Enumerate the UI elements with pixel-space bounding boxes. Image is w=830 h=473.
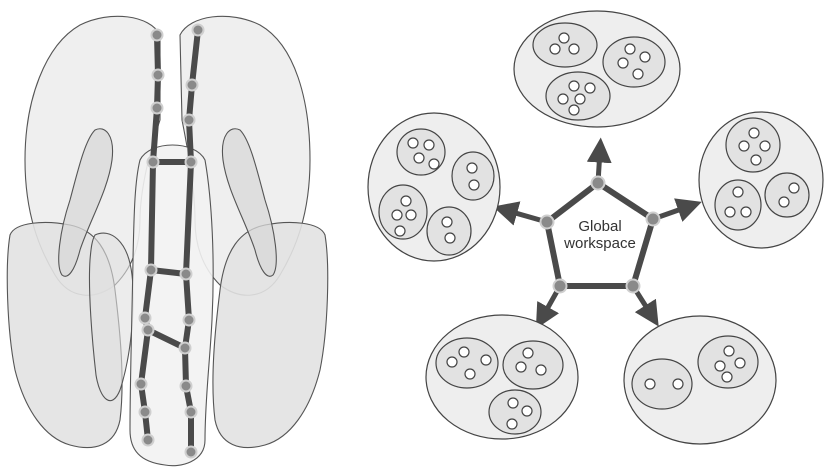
brain-node bbox=[184, 315, 195, 326]
unit bbox=[406, 210, 416, 220]
brain-node bbox=[187, 80, 198, 91]
unit bbox=[722, 372, 732, 382]
unit bbox=[575, 94, 585, 104]
unit bbox=[516, 362, 526, 372]
brain-node bbox=[181, 381, 192, 392]
unit bbox=[569, 105, 579, 115]
brain-node bbox=[146, 265, 157, 276]
cluster bbox=[503, 341, 563, 389]
unit bbox=[569, 81, 579, 91]
unit bbox=[429, 159, 439, 169]
unit bbox=[779, 197, 789, 207]
unit bbox=[751, 155, 761, 165]
workspace-node bbox=[647, 213, 660, 226]
unit bbox=[507, 419, 517, 429]
workspace-node bbox=[554, 280, 567, 293]
cluster bbox=[765, 173, 809, 217]
brain-node bbox=[181, 269, 192, 280]
unit bbox=[673, 379, 683, 389]
unit bbox=[645, 379, 655, 389]
unit bbox=[760, 141, 770, 151]
unit bbox=[522, 406, 532, 416]
unit bbox=[401, 196, 411, 206]
unit bbox=[735, 358, 745, 368]
module-bottom-left bbox=[426, 315, 578, 439]
unit bbox=[585, 83, 595, 93]
cluster bbox=[533, 23, 597, 67]
brain-node bbox=[143, 435, 154, 446]
unit bbox=[739, 141, 749, 151]
unit bbox=[633, 69, 643, 79]
module-top bbox=[514, 11, 680, 127]
brain-node bbox=[186, 157, 197, 168]
unit bbox=[459, 347, 469, 357]
brain-node bbox=[186, 407, 197, 418]
left-mid-lobe bbox=[89, 233, 133, 401]
unit bbox=[392, 210, 402, 220]
unit bbox=[465, 369, 475, 379]
brain-node bbox=[193, 25, 204, 36]
unit bbox=[733, 187, 743, 197]
unit bbox=[749, 128, 759, 138]
unit bbox=[618, 58, 628, 68]
unit bbox=[508, 398, 518, 408]
brain-node bbox=[140, 313, 151, 324]
unit bbox=[625, 44, 635, 54]
brain-node bbox=[143, 325, 154, 336]
brain-node bbox=[152, 30, 163, 41]
workspace-node bbox=[541, 216, 554, 229]
brain-illustration bbox=[7, 16, 327, 465]
workspace-pentagon: Global workspace bbox=[541, 177, 660, 293]
unit bbox=[741, 207, 751, 217]
unit bbox=[789, 183, 799, 193]
unit bbox=[467, 163, 477, 173]
workspace-node bbox=[627, 280, 640, 293]
unit bbox=[725, 207, 735, 217]
unit bbox=[424, 140, 434, 150]
unit bbox=[558, 94, 568, 104]
brain-node bbox=[180, 343, 191, 354]
unit bbox=[447, 357, 457, 367]
brain-node bbox=[153, 70, 164, 81]
unit bbox=[559, 33, 569, 43]
brain-node bbox=[186, 447, 197, 458]
brain-node bbox=[136, 379, 147, 390]
unit bbox=[724, 346, 734, 356]
unit bbox=[408, 138, 418, 148]
unit bbox=[523, 348, 533, 358]
unit bbox=[469, 180, 479, 190]
unit bbox=[715, 361, 725, 371]
unit bbox=[481, 355, 491, 365]
unit bbox=[550, 44, 560, 54]
unit bbox=[569, 44, 579, 54]
brain-node bbox=[152, 103, 163, 114]
module-right bbox=[699, 112, 823, 248]
unit bbox=[395, 226, 405, 236]
module-left bbox=[368, 113, 500, 261]
workspace-label-line2: workspace bbox=[563, 235, 636, 252]
unit bbox=[640, 52, 650, 62]
workspace-node bbox=[592, 177, 605, 190]
unit bbox=[536, 365, 546, 375]
module-bottom-right bbox=[624, 316, 776, 444]
brain-node bbox=[148, 157, 159, 168]
workspace-label-line1: Global bbox=[578, 218, 621, 235]
cluster bbox=[603, 37, 665, 87]
unit bbox=[442, 217, 452, 227]
brain-node bbox=[184, 115, 195, 126]
cluster bbox=[452, 152, 494, 200]
unit bbox=[445, 233, 455, 243]
cluster bbox=[427, 207, 471, 255]
brain-node bbox=[140, 407, 151, 418]
unit bbox=[414, 153, 424, 163]
